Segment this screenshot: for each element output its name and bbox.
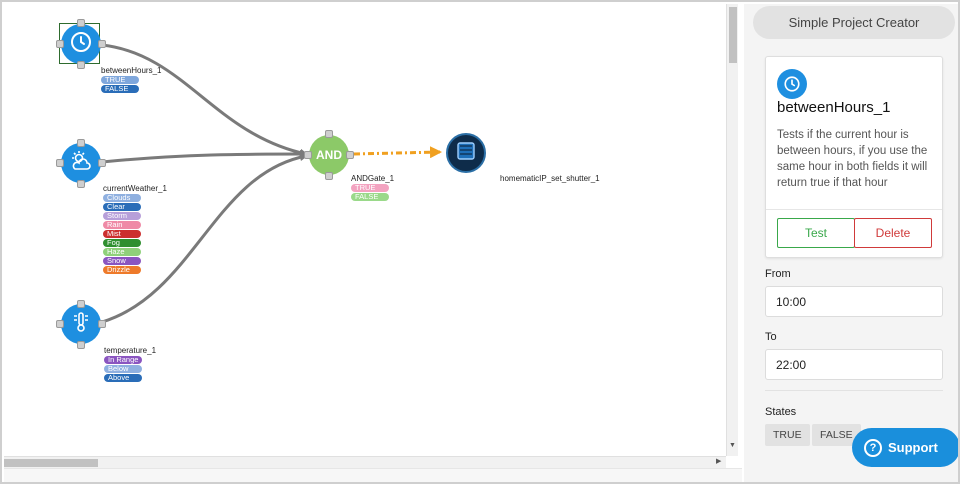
delete-button[interactable]: Delete — [854, 218, 932, 248]
card-description: Tests if the current hour is between hou… — [777, 129, 928, 189]
node-states-temperature: In Range Below Above — [104, 356, 143, 382]
node-handle[interactable] — [325, 130, 333, 138]
node-handle[interactable] — [77, 341, 85, 349]
node-handle[interactable] — [98, 40, 106, 48]
node-handle[interactable] — [56, 320, 64, 328]
node-label: currentWeather_1 — [103, 184, 167, 193]
states-label: States — [765, 406, 797, 418]
state-pill[interactable]: FALSE — [351, 193, 389, 201]
node-states-between-hours: TRUE FALSE — [101, 76, 139, 93]
state-pill[interactable]: Clouds — [103, 194, 141, 202]
state-pill[interactable]: TRUE — [351, 184, 389, 192]
clock-icon — [69, 30, 93, 59]
node-handle[interactable] — [77, 300, 85, 308]
vertical-scroll-thumb[interactable] — [729, 7, 737, 63]
shutter-icon — [454, 139, 478, 168]
state-pill[interactable]: TRUE — [101, 76, 139, 84]
state-chip-true[interactable]: TRUE — [765, 424, 810, 446]
state-pill[interactable]: Below — [104, 365, 142, 373]
card-title: betweenHours_1 — [777, 99, 891, 116]
to-input[interactable]: 22:00 — [765, 349, 943, 380]
node-handle[interactable] — [98, 320, 106, 328]
clock-icon — [777, 69, 807, 99]
panel-title[interactable]: Simple Project Creator — [753, 6, 955, 39]
node-handle[interactable] — [346, 151, 354, 159]
edge-weather-to-and[interactable] — [101, 150, 308, 164]
node-states-and-gate: TRUE FALSE — [351, 184, 389, 201]
divider — [766, 209, 942, 210]
node-handle[interactable] — [77, 139, 85, 147]
horizontal-scroll-thumb[interactable] — [4, 459, 98, 467]
divider — [765, 390, 943, 391]
from-input[interactable]: 10:00 — [765, 286, 943, 317]
node-label: homematicIP_set_shutter_1 — [500, 174, 600, 183]
question-icon: ? — [864, 438, 882, 457]
edge-temperature-to-and[interactable] — [101, 153, 308, 324]
from-label: From — [765, 268, 791, 280]
node-label: betweenHours_1 — [101, 66, 162, 75]
support-button[interactable]: ? Support — [852, 428, 958, 467]
support-label: Support — [888, 440, 938, 455]
horizontal-scrollbar[interactable]: ▶ — [4, 456, 726, 468]
and-gate-label: AND — [316, 148, 342, 162]
node-handle[interactable] — [304, 151, 312, 159]
node-handle[interactable] — [77, 19, 85, 27]
node-handle[interactable] — [98, 159, 106, 167]
state-pill[interactable]: Storm — [103, 212, 141, 220]
state-pill[interactable]: Clear — [103, 203, 141, 211]
flow-canvas[interactable]: betweenHours_1 TRUE FALSE currentWeather… — [4, 4, 726, 456]
node-handle[interactable] — [77, 180, 85, 188]
state-pill[interactable]: Fog — [103, 239, 141, 247]
state-pill[interactable]: Haze — [103, 248, 141, 256]
weather-icon — [69, 149, 93, 178]
node-and-gate[interactable]: AND — [309, 135, 349, 175]
node-states-current-weather: Clouds Clear Storm Rain Mist Fog Haze Sn… — [103, 194, 141, 274]
state-chip-false[interactable]: FALSE — [812, 424, 861, 446]
bottom-bar — [4, 468, 742, 482]
node-info-card: betweenHours_1 Tests if the current hour… — [765, 56, 943, 258]
edge-and-to-shutter[interactable] — [353, 146, 442, 159]
vertical-scrollbar[interactable]: ▼ — [726, 4, 738, 456]
node-handle[interactable] — [325, 172, 333, 180]
state-pill[interactable]: In Range — [104, 356, 143, 364]
scroll-down-arrow-icon[interactable]: ▼ — [729, 442, 736, 449]
state-pill[interactable]: Above — [104, 374, 142, 382]
edges-layer — [101, 43, 442, 324]
state-pill[interactable]: Rain — [103, 221, 141, 229]
node-label: temperature_1 — [104, 346, 157, 355]
test-button[interactable]: Test — [777, 218, 855, 248]
state-pill[interactable]: FALSE — [101, 85, 139, 93]
node-handle[interactable] — [56, 40, 64, 48]
properties-panel: Simple Project Creator betweenHours_1 Te… — [744, 4, 958, 482]
node-handle[interactable] — [77, 61, 85, 69]
node-handle[interactable] — [56, 159, 64, 167]
state-pill[interactable]: Drizzle — [103, 266, 141, 274]
edge-betweenhours-to-and[interactable] — [101, 43, 308, 157]
node-label: ANDGate_1 — [351, 174, 395, 183]
node-shutter[interactable] — [446, 133, 486, 173]
node-temperature[interactable] — [61, 304, 101, 344]
state-pill[interactable]: Mist — [103, 230, 141, 238]
state-pill[interactable]: Snow — [103, 257, 141, 265]
thermometer-icon — [69, 310, 93, 339]
node-current-weather[interactable] — [61, 143, 101, 183]
node-between-hours[interactable] — [61, 24, 101, 64]
to-label: To — [765, 331, 777, 343]
scroll-right-arrow-icon[interactable]: ▶ — [716, 458, 722, 465]
